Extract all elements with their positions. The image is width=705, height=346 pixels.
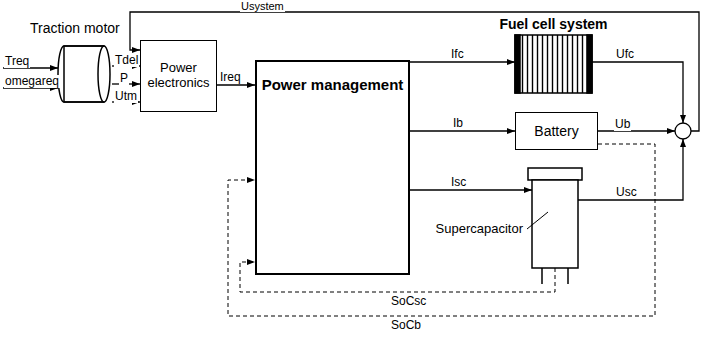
- process-box: Battery: [515, 112, 598, 150]
- component-node: Supercapacitor: [532, 180, 578, 268]
- signal-name: omegareq: [4, 75, 60, 88]
- process-box: Power management: [255, 60, 410, 275]
- signal-name: Ib: [452, 117, 464, 130]
- current-arrow: [410, 130, 515, 131]
- signal-name: Isc: [450, 176, 467, 189]
- signal-name: SoCb: [390, 319, 422, 332]
- node-label: Power management: [262, 76, 404, 93]
- current-arrow: [217, 84, 255, 85]
- component-node: Fuel cell system: [515, 35, 592, 93]
- signal-name: Ub: [614, 118, 631, 131]
- signal-name: Ufc: [615, 48, 635, 61]
- traction-motor-symbol: [58, 46, 110, 102]
- signal-name: SoCsc: [390, 295, 427, 308]
- current-arrow: [410, 61, 515, 62]
- current-arrow: [410, 189, 532, 190]
- fuel-cell-stack: [515, 35, 592, 93]
- node-label: Power electronics: [145, 61, 212, 91]
- signal-name: Ifc: [450, 48, 465, 61]
- process-box: Power electronics: [140, 40, 217, 112]
- signal-name: P: [119, 72, 129, 85]
- node-label: Battery: [534, 123, 578, 139]
- summation-junction: [130, 12, 699, 200]
- signal-name: Usystem: [240, 0, 285, 12]
- component-node: Traction motor: [57, 42, 112, 106]
- supercapacitor-symbol: [527, 168, 582, 284]
- node-label: Supercapacitor: [435, 222, 524, 237]
- signal-name: Treq: [4, 55, 30, 68]
- signal-name: Usc: [615, 186, 638, 199]
- signal-name: Tdel: [114, 54, 139, 67]
- node-label: Fuel cell system: [490, 16, 617, 32]
- signal-name: Utm: [114, 90, 138, 103]
- node-label: Traction motor: [30, 20, 120, 36]
- signal-name: Ireq: [219, 71, 242, 84]
